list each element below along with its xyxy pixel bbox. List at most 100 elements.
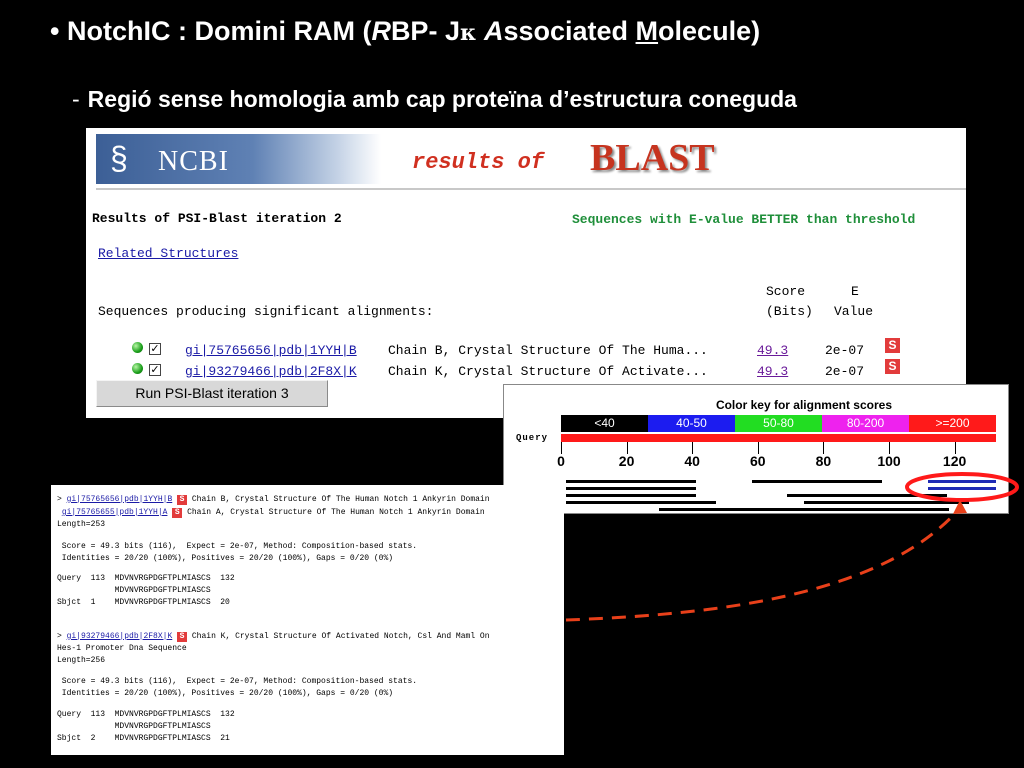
hit-score-link[interactable]: 49.3 bbox=[757, 364, 789, 379]
axis-tick bbox=[757, 442, 759, 454]
title-m: M bbox=[635, 16, 659, 46]
axis-tick-label: 60 bbox=[750, 453, 766, 469]
axis-tick bbox=[626, 442, 628, 454]
blast-results-panel: § NCBI results of BLAST Results of PSI-B… bbox=[86, 128, 966, 418]
color-key-cell: 50-80 bbox=[735, 415, 822, 432]
hit-bar[interactable] bbox=[566, 487, 696, 490]
alignment-identities: Identities = 20/20 (100%), Positives = 2… bbox=[57, 689, 394, 698]
alignment-query: Query 113 MDVNVRGPDGFTPLMIASCS 132 bbox=[57, 710, 235, 719]
hit-bar[interactable] bbox=[566, 480, 696, 483]
select-checkbox[interactable]: ✓ bbox=[149, 343, 161, 355]
structure-s-icon[interactable]: S bbox=[177, 632, 188, 642]
title-a: A bbox=[483, 16, 504, 46]
hit-description: Chain B, Crystal Structure Of The Huma..… bbox=[388, 343, 708, 358]
hit-bar[interactable] bbox=[659, 508, 949, 511]
color-key-cell: >=200 bbox=[909, 415, 996, 432]
alignment-length: Length=253 bbox=[57, 520, 106, 529]
hit-bar-blue[interactable] bbox=[928, 480, 996, 483]
structure-s-icon[interactable]: S bbox=[172, 508, 183, 518]
axis-tick-label: 120 bbox=[942, 453, 967, 469]
structure-s-icon[interactable]: S bbox=[177, 495, 188, 505]
alignment-1-header: > gi|75765656|pdb|1YYH|B S Chain B, Crys… bbox=[57, 495, 490, 505]
alignment-length: Length=256 bbox=[57, 656, 106, 665]
alignment-desc: Chain K, Crystal Structure Of Activated … bbox=[191, 632, 490, 641]
hit-link[interactable]: gi|93279466|pdb|2F8X|K bbox=[185, 364, 357, 379]
hit-link[interactable]: gi|75765656|pdb|1YYH|B bbox=[185, 343, 357, 358]
alignment-panel: > gi|75765656|pdb|1YYH|B S Chain B, Crys… bbox=[51, 485, 564, 755]
structure-s-icon[interactable]: S bbox=[885, 338, 900, 353]
dashed-arrow bbox=[565, 507, 962, 622]
alignment-link[interactable]: gi|93279466|pdb|2F8X|K bbox=[66, 632, 173, 641]
alignment-desc: Chain A, Crystal Structure Of The Human … bbox=[187, 508, 485, 517]
hit-bar[interactable] bbox=[566, 501, 716, 504]
alignment-desc-cont: Hes-1 Promoter Dna Sequence bbox=[57, 644, 187, 653]
query-bar bbox=[561, 434, 996, 442]
color-key-cell: 40-50 bbox=[648, 415, 735, 432]
subtitle-text: Regió sense homologia amb cap proteïna d… bbox=[87, 86, 797, 112]
alignment-2-header: > gi|93279466|pdb|2F8X|K S Chain K, Crys… bbox=[57, 632, 490, 642]
highlight-ellipse bbox=[905, 472, 1019, 502]
title-kappa: κ bbox=[459, 20, 477, 46]
alignment-1b-header: gi|75765655|pdb|1YYH|A S Chain A, Crysta… bbox=[57, 508, 485, 518]
related-structures-link[interactable]: Related Structures bbox=[98, 246, 239, 261]
hit-bar-blue[interactable] bbox=[928, 487, 996, 490]
title-olecule: olecule) bbox=[658, 16, 761, 46]
alignment-match: MDVNVRGPDGFTPLMIASCS bbox=[57, 586, 211, 595]
run-psi-blast-button[interactable]: Run PSI-Blast iteration 3 bbox=[96, 380, 328, 407]
ncbi-logo-text: NCBI bbox=[158, 146, 229, 177]
value-header: Value bbox=[834, 304, 874, 319]
hit-bar[interactable] bbox=[566, 494, 696, 497]
ncbi-helix-icon: § bbox=[110, 140, 128, 176]
producing-text: Sequences producing significant alignmen… bbox=[98, 304, 434, 319]
hit-score-link[interactable]: 49.3 bbox=[757, 343, 789, 358]
status-dot-icon bbox=[132, 363, 143, 374]
axis-tick-label: 20 bbox=[618, 453, 635, 469]
alignment-desc: Chain B, Crystal Structure Of The Human … bbox=[191, 495, 490, 504]
axis-tick-label: 80 bbox=[815, 453, 832, 469]
alignment-match: MDVNVRGPDGFTPLMIASCS bbox=[57, 722, 211, 731]
title-bp: BP- J bbox=[390, 16, 460, 46]
title-prefix: NotchIC : Domini RAM ( bbox=[66, 16, 372, 46]
hit-bar[interactable] bbox=[752, 480, 882, 483]
color-key-title: Color key for alignment scores bbox=[715, 398, 892, 412]
bits-header: (Bits) bbox=[766, 304, 813, 319]
blast-title: BLAST bbox=[590, 137, 715, 179]
arrow-head-icon bbox=[953, 500, 967, 514]
color-key-cell: 80-200 bbox=[822, 415, 909, 432]
axis-tick bbox=[823, 442, 825, 454]
alignment-subject: Sbjct 1 MDVNVRGPDGFTPLMIASCS 20 bbox=[57, 598, 230, 607]
title-bullet: • bbox=[50, 16, 60, 46]
status-dot-icon bbox=[132, 342, 143, 353]
gt-marker: > bbox=[57, 495, 62, 504]
slide-title: • NotchIC : Domini RAM (RBP- Jκ Associat… bbox=[50, 16, 760, 47]
results-of-text: results of bbox=[412, 150, 545, 175]
score-header: Score bbox=[766, 284, 806, 299]
axis-tick bbox=[561, 442, 562, 454]
hit-bar[interactable] bbox=[804, 501, 969, 504]
hit-evalue: 2e-07 bbox=[825, 364, 865, 379]
query-label: Query bbox=[516, 433, 549, 443]
hit-bar[interactable] bbox=[787, 494, 947, 497]
divider bbox=[96, 188, 966, 190]
alignment-subject: Sbjct 2 MDVNVRGPDGFTPLMIASCS 21 bbox=[57, 734, 230, 743]
alignment-link[interactable]: gi|75765655|pdb|1YYH|A bbox=[61, 508, 168, 517]
structure-s-icon[interactable]: S bbox=[885, 359, 900, 374]
axis-tick bbox=[954, 442, 956, 454]
slide-subtitle: -Regió sense homologia amb cap proteïna … bbox=[72, 86, 797, 113]
alignment-link[interactable]: gi|75765656|pdb|1YYH|B bbox=[66, 495, 173, 504]
threshold-note: Sequences with E-value BETTER than thres… bbox=[572, 212, 916, 227]
axis-tick bbox=[692, 442, 694, 454]
title-r: R bbox=[371, 16, 391, 46]
hit-description: Chain K, Crystal Structure Of Activate..… bbox=[388, 364, 708, 379]
select-checkbox[interactable]: ✓ bbox=[149, 364, 161, 376]
subtitle-dash: - bbox=[72, 86, 80, 112]
axis-tick-label: 0 bbox=[557, 453, 565, 469]
axis-tick bbox=[889, 442, 890, 454]
title-ssociated: ssociated bbox=[503, 16, 636, 46]
axis-tick-label: 40 bbox=[684, 453, 700, 469]
alignment-identities: Identities = 20/20 (100%), Positives = 2… bbox=[57, 554, 394, 563]
axis-tick-label: 100 bbox=[877, 453, 901, 469]
alignment-score: Score = 49.3 bits (116), Expect = 2e-07,… bbox=[57, 677, 418, 686]
ncbi-banner[interactable]: § NCBI bbox=[96, 134, 381, 184]
